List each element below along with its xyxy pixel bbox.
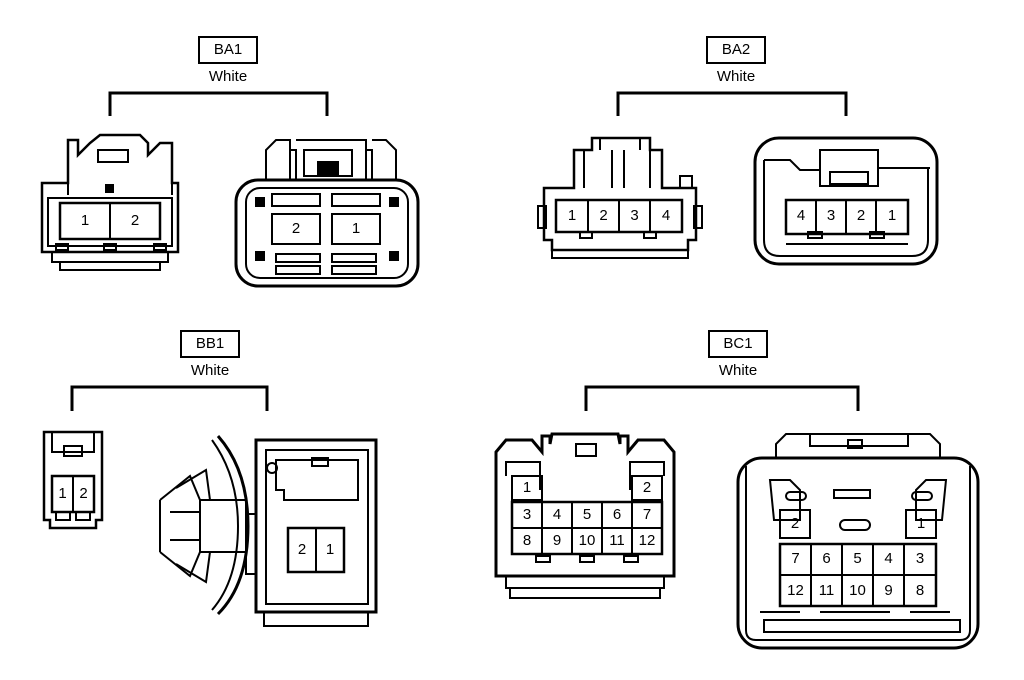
ba1-male-pin: 2 <box>130 212 140 229</box>
ba1-female-pin: 2 <box>291 220 301 237</box>
bc1-female-pin: 2 <box>790 515 800 532</box>
bc1-male-pin: 9 <box>552 532 562 549</box>
bc1-male-pin: 6 <box>612 506 622 523</box>
bc1-female-pin: 12 <box>787 582 804 599</box>
bc1-female-pin: 9 <box>884 582 893 599</box>
ba2-male-pin: 2 <box>599 207 608 224</box>
ba2-female-connector <box>753 136 939 266</box>
bb1-female-connector <box>159 435 378 627</box>
bc1-female-pin: 3 <box>915 550 925 567</box>
bc1-female-pin: 4 <box>884 550 893 567</box>
ba2-female-pin: 4 <box>796 207 806 224</box>
bc1-female-pin: 1 <box>916 515 926 532</box>
bb1-male-connector <box>42 430 104 530</box>
bc1-male-pin: 7 <box>642 506 652 523</box>
bc1-male-pin: 8 <box>522 532 532 549</box>
ba2-female-pin: 2 <box>856 207 866 224</box>
ba2-male-pin: 1 <box>567 207 577 224</box>
bb1-code-box: BB1 <box>180 330 240 358</box>
bc1-bracket <box>584 385 860 411</box>
ba1-male-pin: 1 <box>80 212 90 229</box>
ba1-code: BA1 <box>213 41 243 58</box>
ba2-female-pin: 3 <box>826 207 836 224</box>
ba1-male-connector <box>40 133 180 271</box>
bb1-code: BB1 <box>195 335 225 352</box>
ba2-female-pin: 1 <box>887 207 897 224</box>
bc1-male-pin: 11 <box>609 532 625 549</box>
ba2-male-pin: 4 <box>661 207 671 224</box>
bc1-female-pin: 6 <box>822 550 831 567</box>
bc1-female-pin: 8 <box>915 582 925 599</box>
bb1-female-pin: 2 <box>297 541 307 558</box>
bc1-female-pin: 11 <box>818 582 835 599</box>
ba1-female-connector <box>234 139 420 288</box>
bc1-female-connector <box>736 433 980 650</box>
bb1-male-pin: 1 <box>58 485 67 502</box>
bb1-bracket <box>70 385 269 411</box>
bc1-female-pin: 10 <box>849 582 866 599</box>
bc1-code: BC1 <box>723 335 753 352</box>
ba2-bracket <box>616 91 848 116</box>
bc1-male-pin: 4 <box>552 506 562 523</box>
ba2-code-box: BA2 <box>706 36 766 64</box>
ba2-color: White <box>716 68 756 85</box>
bc1-male-pin: 2 <box>642 479 652 496</box>
ba1-color: White <box>208 68 248 85</box>
bc1-female-pin: 7 <box>791 550 800 567</box>
bc1-male-pin: 1 <box>522 479 532 496</box>
ba2-code: BA2 <box>721 41 751 58</box>
ba2-male-connector <box>537 136 703 259</box>
bb1-male-pin: 2 <box>79 485 88 502</box>
ba1-code-box: BA1 <box>198 36 258 64</box>
ba1-female-pin: 1 <box>351 220 361 237</box>
bc1-color: White <box>718 362 758 379</box>
bc1-male-pin: 5 <box>582 506 592 523</box>
ba1-bracket <box>108 91 329 116</box>
bc1-male-pin: 12 <box>638 532 656 549</box>
bb1-female-pin: 1 <box>325 541 335 558</box>
bc1-code-box: BC1 <box>708 330 768 358</box>
bc1-male-connector <box>494 432 676 599</box>
ba2-male-pin: 3 <box>630 207 639 224</box>
bc1-male-pin: 3 <box>522 506 532 523</box>
bc1-male-pin: 10 <box>578 532 596 549</box>
bb1-color: White <box>190 362 230 379</box>
bc1-female-pin: 5 <box>853 550 862 567</box>
